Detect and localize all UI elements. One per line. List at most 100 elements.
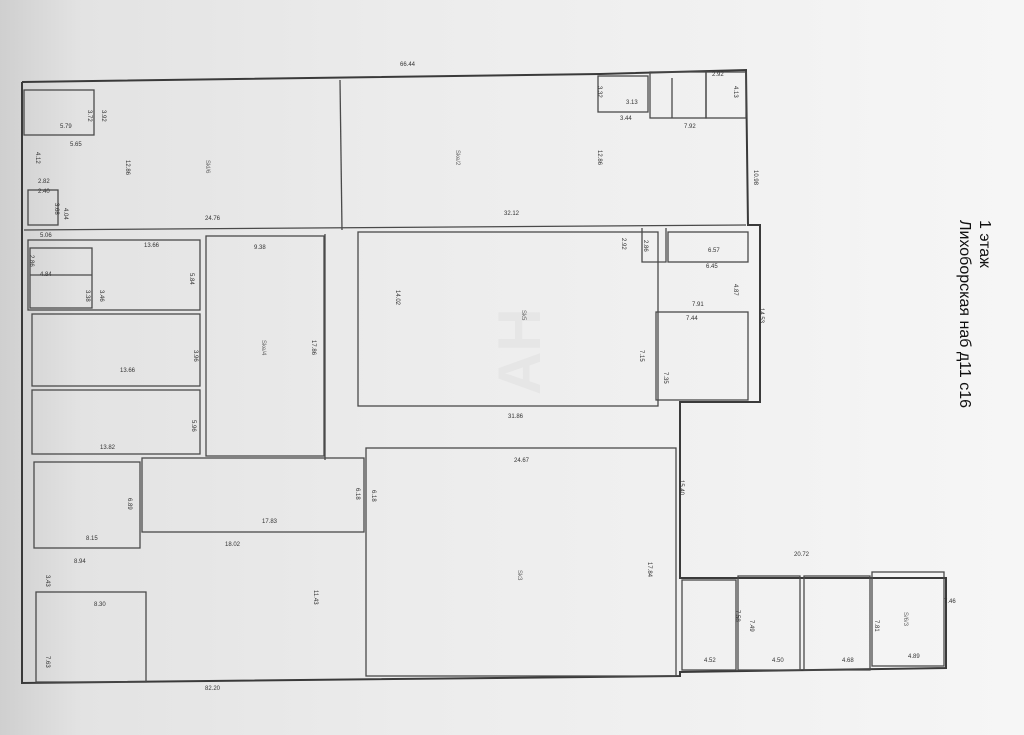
dimension-d-17-84: 17.84	[646, 562, 652, 578]
room-right-mid	[655, 311, 749, 401]
dimension-d-4-12: 4.12	[34, 152, 40, 164]
dimension-d-3-72: 3.72	[86, 110, 92, 122]
dimension-d-2-86b: 2.86	[642, 240, 648, 252]
dimension-d-3-38: 3.38	[84, 290, 90, 302]
outer-wall	[21, 68, 947, 685]
dimension-d-6-89: 6.89	[126, 498, 132, 510]
dimension-d-20-72: 20.72	[794, 552, 810, 558]
dimension-d-5-06: 5.06	[40, 233, 52, 239]
dimension-d-7-15: 7.15	[638, 350, 644, 362]
wc-block-2	[649, 71, 707, 119]
room-label-r4: Ske/4	[260, 340, 266, 356]
dimension-d-13-66: 13.66	[144, 243, 160, 249]
room-label-r2: Ske/2	[454, 150, 460, 166]
wall-top-band-bottom	[23, 224, 747, 231]
watermark-text: АН	[486, 308, 553, 395]
room-right-top	[667, 231, 749, 263]
dimension-d-24-76: 24.76	[205, 216, 221, 222]
dimension-d-4-13: 4.13	[732, 86, 738, 98]
dimension-d-2-82: 2.82	[38, 179, 50, 185]
dimension-d-17-86: 17.86	[310, 340, 316, 356]
dimension-d-6-57: 6.57	[708, 248, 720, 254]
dimension-d-4-87: 4.87	[732, 284, 738, 296]
dimension-d-13-66b: 13.66	[120, 368, 136, 374]
room-left-1	[27, 239, 201, 311]
dimension-outer-bottom: 82.20	[205, 686, 221, 692]
dimension-d-11-43: 11.43	[312, 590, 318, 605]
room-label-r6: S/6/3	[902, 612, 908, 627]
dimension-d-4-68: 4.68	[842, 658, 854, 664]
dimension-d-3-43: 3.43	[44, 575, 50, 587]
room-bottom-left	[35, 591, 147, 683]
room-lower-left	[33, 461, 141, 549]
room-label-r3: Sk5	[520, 310, 526, 321]
dimension-d-14-53: 14.53	[758, 308, 764, 324]
dimension-d-3-44: 3.44	[620, 116, 632, 122]
dimension-d-24-67: 24.67	[514, 458, 530, 464]
room-left-2	[31, 313, 201, 387]
dimension-d-12-86b: 12.86	[596, 150, 602, 166]
room-central-left	[205, 235, 325, 457]
room-br-3	[803, 575, 871, 671]
dimension-d-5-84: 5.84	[188, 273, 194, 285]
room-br-4	[871, 571, 945, 667]
dimension-d-2-40: 2.40	[38, 189, 50, 195]
dimension-d-3-13: 3.13	[626, 100, 638, 106]
dimension-d-5-96: 5.96	[190, 420, 196, 432]
dimension-d-10-98: 10.98	[752, 170, 758, 186]
room-large-lower	[365, 447, 677, 677]
dimension-d-7-44: 7.44	[686, 316, 698, 322]
dimension-d-12-86: 12.86	[124, 160, 130, 176]
dimension-d-7-81: 7.81	[873, 620, 879, 632]
dimension-d-3-68: 3.68	[53, 203, 59, 215]
room-label-r1: Skl/6	[204, 160, 210, 174]
dimension-d-2-86: 2.86	[28, 255, 34, 267]
dimension-d-6-45: 6.45	[706, 264, 718, 270]
dimension-d-3-92: 3.92	[100, 110, 106, 122]
dimension-d-17-83: 17.83	[262, 519, 278, 525]
dimension-d-8-15: 8.15	[86, 536, 98, 542]
dimension-d-14-02: 14.02	[394, 290, 400, 306]
room-br-2	[737, 575, 801, 671]
dimension-d-7-46: 7.46	[944, 599, 956, 605]
dimension-d-4-52: 4.52	[704, 658, 716, 664]
room-small-topleft	[23, 89, 95, 136]
title-block: 1 этаж Лихоборская наб д11 с16	[956, 220, 993, 408]
dimension-d-5-79: 5.79	[60, 124, 72, 130]
dimension-d-18-02: 18.02	[225, 542, 241, 548]
dimension-d-4-04: 4.04	[62, 208, 68, 220]
wc-block-1	[597, 75, 649, 113]
dimension-d-13-82: 13.82	[100, 445, 116, 451]
dimension-d-7-63: 7.63	[44, 656, 50, 668]
dimension-d-6-18: 6.18	[354, 488, 360, 500]
hall-center	[357, 231, 659, 407]
stair	[641, 228, 667, 263]
wc-block-3	[705, 71, 747, 119]
dimension-d-2-92b: 2.92	[620, 238, 626, 250]
room-lower-mid	[141, 457, 365, 533]
dimension-d-4-89: 4.89	[908, 654, 920, 660]
room-left-3	[31, 389, 201, 455]
dimension-d-3-46: 3.46	[98, 290, 104, 302]
room-left-1a	[29, 247, 93, 309]
address-title: Лихоборская наб д11 с16	[956, 220, 973, 408]
dimension-d-7-58: 7.58	[734, 610, 740, 622]
dimension-outer-top: 66.44	[400, 62, 416, 68]
dimension-d-9-38: 9.38	[254, 245, 266, 251]
dimension-d-4-84: 4.84	[40, 272, 52, 278]
dimension-d-3-96: 3.96	[192, 350, 198, 362]
dimension-d-15-40: 15.40	[678, 480, 684, 496]
room-br-1	[681, 579, 737, 671]
dimension-d-7-92: 7.92	[684, 124, 696, 130]
dimension-d-8-30: 8.30	[94, 602, 106, 608]
dimension-d-6-18b: 6.18	[370, 490, 376, 502]
dimension-d-4-50: 4.50	[772, 658, 784, 664]
dimension-d-8-94: 8.94	[74, 559, 86, 565]
dimension-d-3-32: 3.32	[596, 86, 602, 98]
room-small-left	[27, 189, 59, 226]
room-label-r5: Sk3	[516, 570, 522, 581]
